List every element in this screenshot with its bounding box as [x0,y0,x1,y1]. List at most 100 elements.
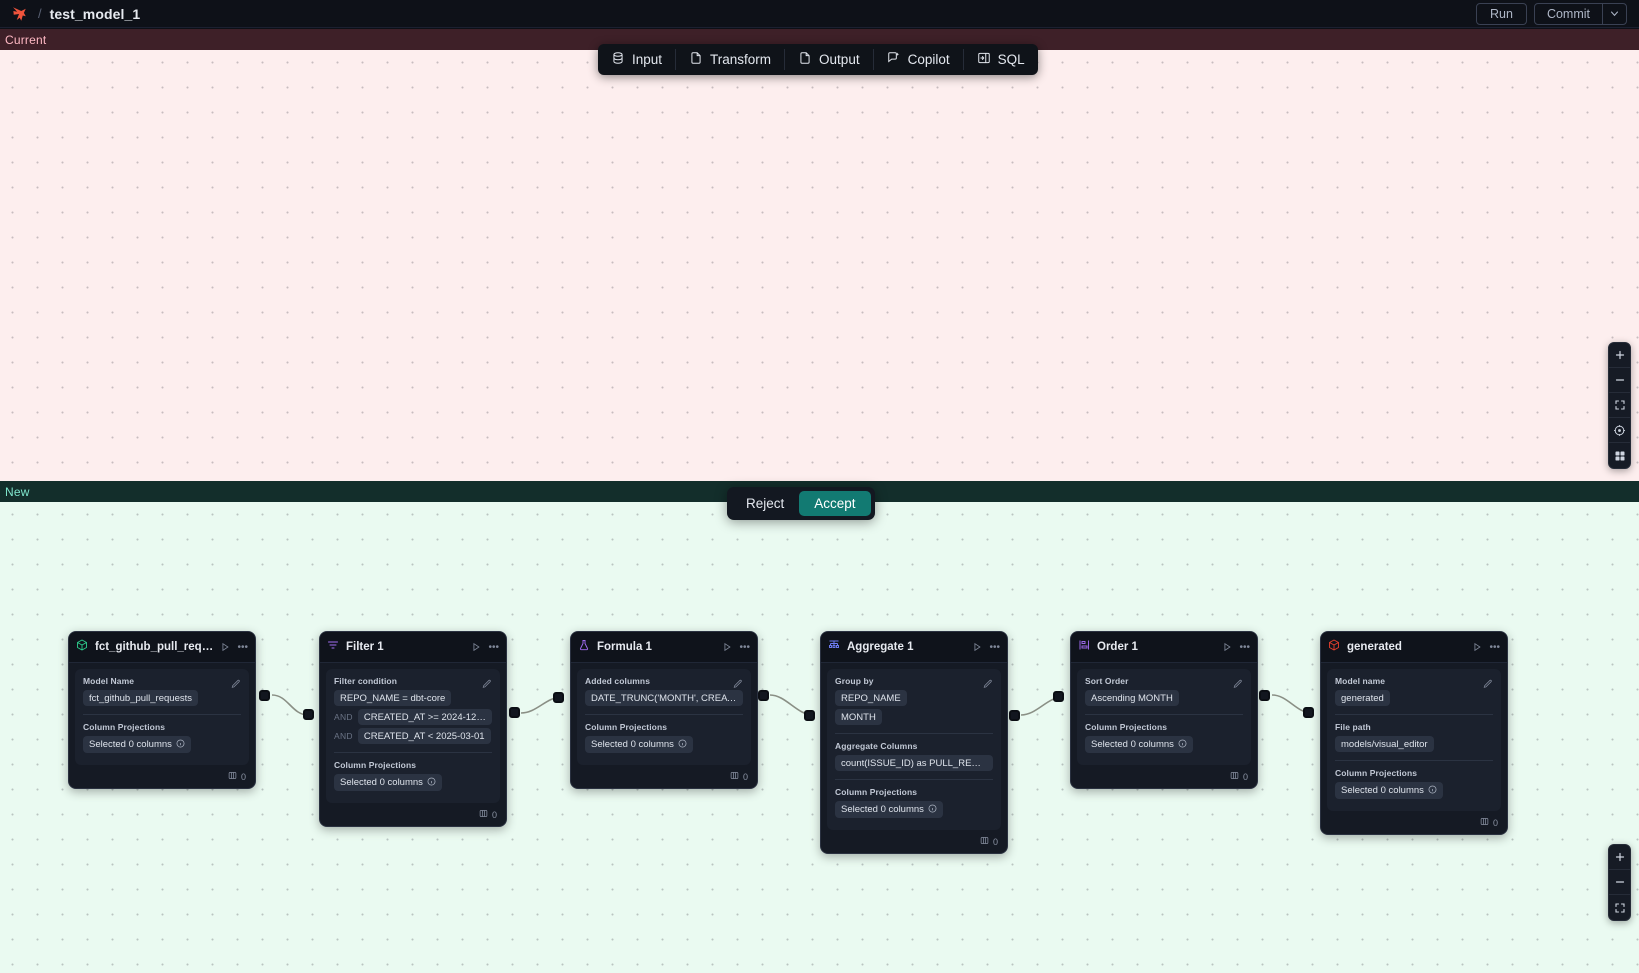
conjunction-label: AND [334,731,353,741]
top-bar: / test_model_1 Run Commit [0,0,1639,28]
play-icon[interactable] [1472,642,1482,652]
run-button[interactable]: Run [1476,2,1527,25]
zoom-out-button[interactable] [1609,870,1630,895]
play-icon[interactable] [471,642,481,652]
node-port[interactable] [1259,690,1270,701]
info-icon[interactable] [176,739,185,751]
palette-item-input[interactable]: Input [598,44,675,75]
filter-condition-pill[interactable]: CREATED_AT < 2025-03-01 [357,728,491,744]
node-port[interactable] [758,690,769,701]
node-port[interactable] [1053,691,1064,702]
pencil-icon[interactable] [983,676,993,694]
pill-row: AND CREATED_AT < 2025-03-01 [334,728,492,744]
node-card-formula[interactable]: Formula 1 ••• Added columns DATE_TRUNC('… [570,631,758,789]
node-port[interactable] [553,692,564,703]
column-projection-pill[interactable]: Selected 0 columns [83,736,191,753]
pencil-icon[interactable] [1483,676,1493,694]
palette-item-label: Transform [710,52,772,67]
node-body: Filter condition REPO_NAME = dbt-core AN… [326,669,500,803]
pill-row: DATE_TRUNC('MONTH', CREATED_AT... [585,690,743,706]
column-projection-pill[interactable]: Selected 0 columns [835,801,943,818]
node-port[interactable] [1009,710,1020,721]
added-column-pill[interactable]: DATE_TRUNC('MONTH', CREATED_AT... [585,690,743,706]
pencil-icon[interactable] [733,676,743,694]
group-by-pill[interactable]: REPO_NAME [835,690,907,706]
model-name-pill[interactable]: generated [1335,690,1390,706]
play-icon[interactable] [1222,642,1232,652]
info-icon[interactable] [1178,739,1187,751]
node-header: Filter 1 ••• [320,632,506,663]
more-horizontal-icon[interactable]: ••• [1489,641,1500,653]
node-footer: 0 [1071,771,1257,788]
grid-icon[interactable] [1609,443,1630,468]
more-horizontal-icon[interactable]: ••• [488,641,499,653]
more-horizontal-icon[interactable]: ••• [237,641,248,653]
sort-icon [1078,638,1090,656]
zoom-in-button[interactable] [1609,343,1630,368]
node-card-filter[interactable]: Filter 1 ••• Filter condition REPO_NAME … [319,631,507,827]
commit-split-button[interactable]: Commit [1533,2,1627,25]
info-icon[interactable] [427,777,436,789]
value-pill[interactable]: fct_github_pull_requests [83,690,198,706]
pencil-icon[interactable] [231,676,241,694]
section-label: File path [1335,722,1371,732]
section-label: Filter condition [334,676,397,686]
chevron-down-icon[interactable] [1603,4,1626,24]
fit-screen-icon[interactable] [1609,895,1630,920]
node-title: fct_github_pull_requests [95,641,214,653]
aggregate-column-pill[interactable]: count(ISSUE_ID) as PULL_REQUEST_... [835,755,993,771]
node-port[interactable] [1303,707,1314,718]
play-icon[interactable] [722,642,732,652]
more-horizontal-icon[interactable]: ••• [989,641,1000,653]
column-projection-pill[interactable]: Selected 0 columns [334,774,442,791]
palette-item-copilot[interactable]: Copilot [874,44,963,75]
node-title: Order 1 [1097,641,1138,653]
filter-condition-pill[interactable]: REPO_NAME = dbt-core [334,690,452,706]
filter-condition-pill[interactable]: CREATED_AT >= 2024-12-01 [357,709,492,725]
zoom-in-button[interactable] [1609,845,1630,870]
column-projection-pill[interactable]: Selected 0 columns [585,736,693,753]
target-icon[interactable] [1609,418,1630,443]
info-icon[interactable] [928,804,937,816]
palette-item-sql[interactable]: SQL [964,44,1038,75]
x-logo-icon[interactable] [8,3,30,25]
info-icon[interactable] [1428,785,1437,797]
conjunction-label: AND [334,712,353,722]
node-card-generated[interactable]: generated ••• Model name generated File … [1320,631,1508,835]
reject-button[interactable]: Reject [731,491,799,516]
node-port[interactable] [509,707,520,718]
palette-item-transform[interactable]: Transform [676,44,784,75]
file-path-pill[interactable]: models/visual_editor [1335,736,1434,752]
new-canvas[interactable]: fct_github_pull_requests ••• Model Name … [0,502,1639,973]
pill-row: Selected 0 columns [585,736,743,753]
divider [1085,714,1243,715]
group-by-pill[interactable]: MONTH [835,709,882,725]
column-projection-pill[interactable]: Selected 0 columns [1085,736,1193,753]
sort-order-pill[interactable]: Ascending MONTH [1085,690,1179,706]
more-horizontal-icon[interactable]: ••• [1239,641,1250,653]
play-icon[interactable] [972,642,982,652]
database-icon [611,51,625,68]
more-horizontal-icon[interactable]: ••• [739,641,750,653]
node-card-aggregate[interactable]: Aggregate 1 ••• Group by REPO_NAME MONTH… [820,631,1008,854]
play-icon[interactable] [220,642,230,652]
commit-button[interactable]: Commit [1546,6,1590,21]
accept-button[interactable]: Accept [799,491,871,516]
zoom-out-button[interactable] [1609,368,1630,393]
node-header: Aggregate 1 ••• [821,632,1007,663]
current-canvas[interactable] [0,50,1639,481]
column-projection-pill[interactable]: Selected 0 columns [1335,782,1443,799]
node-port[interactable] [804,710,815,721]
pencil-icon[interactable] [1233,676,1243,694]
node-body: Model Name fct_github_pull_requests Colu… [75,669,249,765]
palette-item-output[interactable]: Output [785,44,873,75]
pencil-icon[interactable] [482,676,492,694]
node-port[interactable] [303,709,314,720]
info-icon[interactable] [678,739,687,751]
node-footer: 0 [320,809,506,826]
node-card-order[interactable]: Order 1 ••• Sort Order Ascending MONTH C… [1070,631,1258,789]
node-card-source[interactable]: fct_github_pull_requests ••• Model Name … [68,631,256,789]
node-port[interactable] [259,690,270,701]
section-label: Group by [835,676,874,686]
fit-screen-icon[interactable] [1609,393,1630,418]
